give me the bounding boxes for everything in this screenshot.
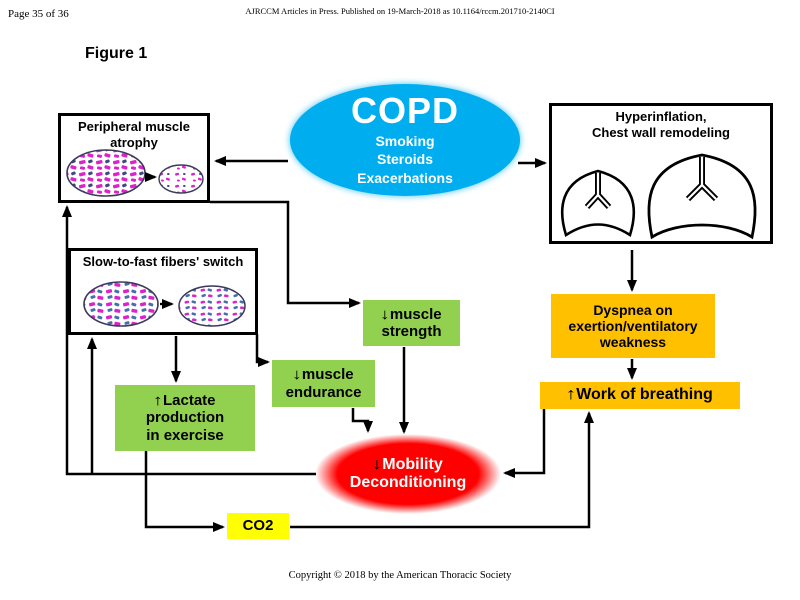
journal-header: AJRCCM Articles in Press. Published on 1…: [245, 6, 555, 16]
fiber-switch-box: Slow-to-fast fibers' switch: [68, 248, 258, 335]
arrow-atrophy-to-strength: [210, 200, 361, 308]
mobility-label: Mobility Deconditioning: [349, 455, 467, 491]
copyright-footer: Copyright © 2018 by the American Thoraci…: [288, 570, 512, 581]
down-arrow-icon: ↓: [371, 455, 383, 473]
muscle-fibers-atrophy-illustration: [66, 149, 204, 197]
hyperinflation-label: Hyperinflation, Chest wall remodeling: [592, 109, 730, 140]
atrophy-label: Peripheral muscle atrophy: [78, 119, 190, 150]
muscle-strength-node: ↓muscle strength: [363, 300, 460, 346]
muscle-strength-label: muscle strength: [381, 305, 442, 340]
lactate-label: Lactate production in exercise: [145, 392, 225, 444]
co2-node: CO2: [227, 513, 289, 539]
lungs-illustration: [560, 153, 757, 240]
arrow-co2-to-wob: [290, 411, 594, 529]
arrow-wob-to-mobility: [503, 409, 546, 478]
page-number-label: Page 35 of 36: [8, 8, 69, 20]
arrow-fibers-to-endurance: [255, 334, 270, 367]
copd-node: COPD Smoking Steroids Exacerbations: [290, 84, 520, 196]
work-of-breathing-node: ↑Work of breathing: [540, 382, 740, 409]
arrow-mobility-to-atrophy: [62, 205, 316, 476]
muscle-endurance-node: ↓muscle endurance: [272, 360, 375, 407]
dyspnea-label: Dyspnea on exertion/ventilatory weakness: [568, 301, 698, 351]
copd-title: COPD: [350, 90, 459, 132]
down-arrow-icon: ↓: [292, 366, 303, 384]
mobility-deconditioning-node: ↓Mobility Deconditioning: [315, 434, 501, 514]
hyperinflation-box: Hyperinflation, Chest wall remodeling: [549, 103, 773, 244]
work-of-breathing-label: Work of breathing: [576, 386, 713, 404]
dyspnea-node: Dyspnea on exertion/ventilatory weakness: [551, 294, 715, 358]
co2-label: CO2: [242, 517, 274, 535]
muscle-endurance-label: muscle endurance: [285, 366, 362, 401]
arrow-endurance-to-mobility: [351, 408, 373, 433]
peripheral-muscle-atrophy-box: Peripheral muscle atrophy: [58, 113, 210, 203]
fiber-switch-label: Slow-to-fast fibers' switch: [82, 254, 244, 269]
down-arrow-icon: ↓: [380, 305, 391, 323]
muscle-fibers-switch-illustration: [83, 281, 246, 327]
figure-title: Figure 1: [85, 45, 148, 62]
up-arrow-icon: ↑: [153, 392, 164, 410]
up-arrow-icon: ↑: [565, 386, 577, 404]
copd-subtitle: Smoking Steroids Exacerbations: [357, 133, 453, 186]
arrow-lactate-to-co2: [144, 451, 225, 532]
lactate-node: ↑Lactate production in exercise: [115, 385, 255, 451]
